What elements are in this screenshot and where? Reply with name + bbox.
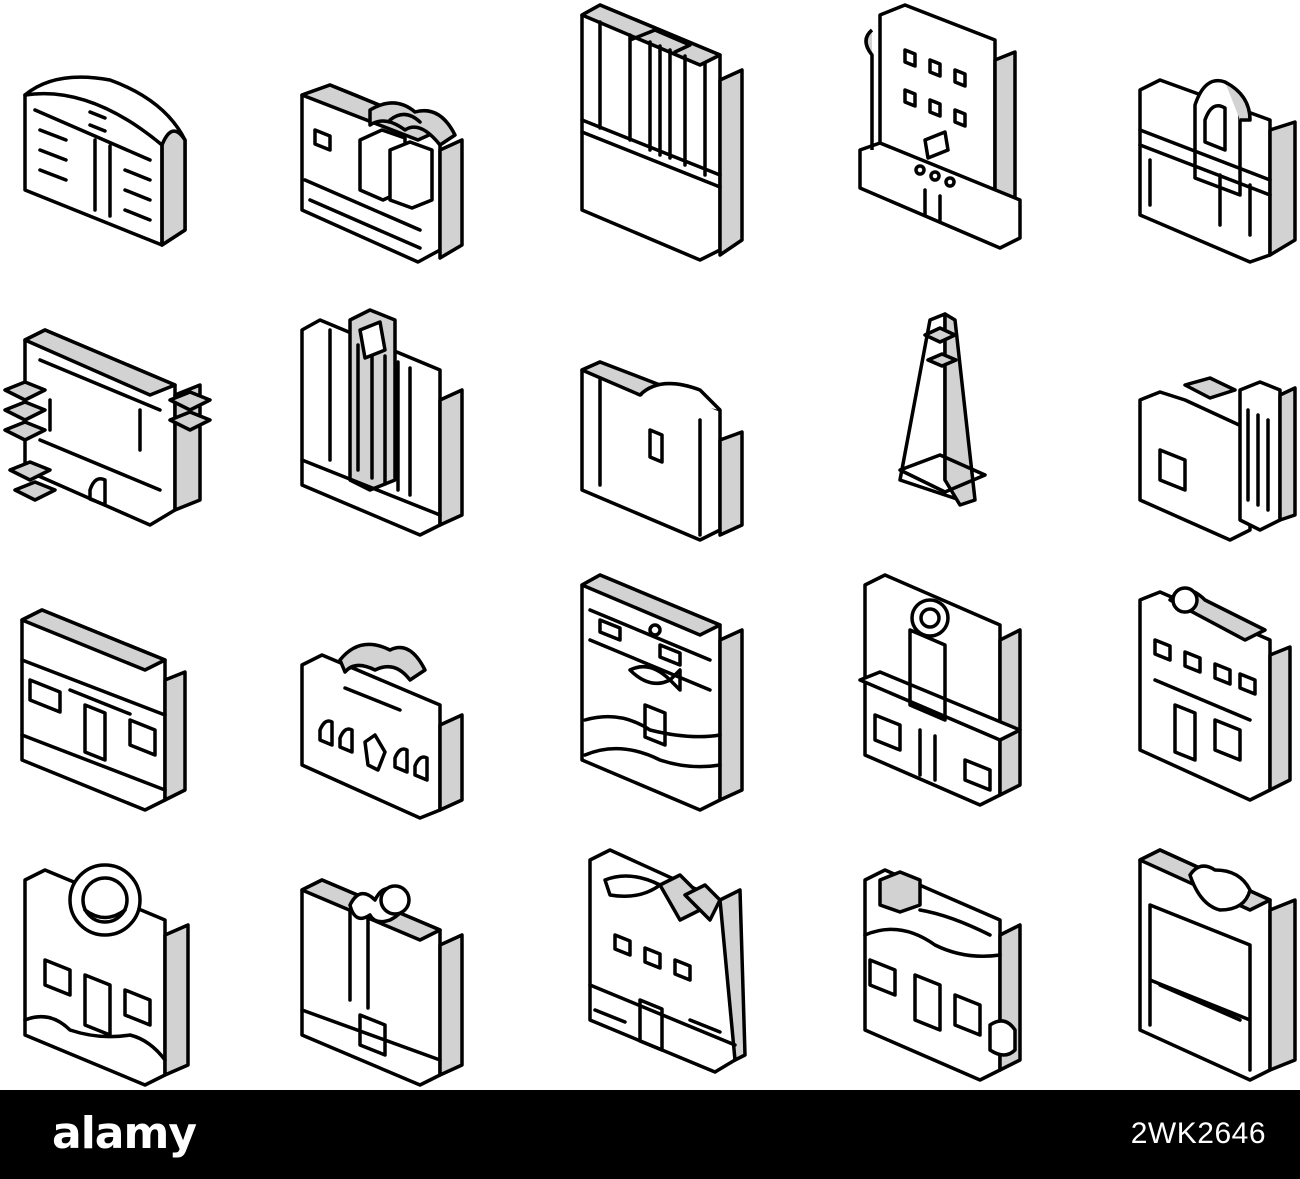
brand-logo[interactable]: alamy [52,1108,197,1159]
arched-mall-icon [1138,78,1297,264]
business-center-icon [1138,376,1297,542]
footer-bar: alamy 2WK2646 [0,1090,1300,1179]
gift-shop-icon [300,83,464,264]
office-tower-icon [580,3,744,262]
present-shop-icon [300,878,464,1087]
hangar-icon [23,75,187,247]
tv-tower-icon [898,312,987,507]
factory-icon [3,328,212,527]
circular-sign-store-icon [23,863,190,1087]
apartment-icon [1138,586,1292,802]
icon-grid [3,3,1297,1087]
warehouse-icon [580,360,744,542]
hotel-icon [858,3,1022,250]
image-id-label: 2WK2646 [1130,1117,1266,1150]
cafe-icon [863,868,1022,1082]
butcher-shop-icon [1138,848,1297,1082]
clock-station-icon [858,573,1022,807]
shop-icon [20,608,187,812]
aquarium-icon [580,573,744,812]
seafood-restaurant-icon [588,848,747,1074]
fish-market-icon [300,642,464,820]
glass-skyscraper-icon [300,308,464,537]
